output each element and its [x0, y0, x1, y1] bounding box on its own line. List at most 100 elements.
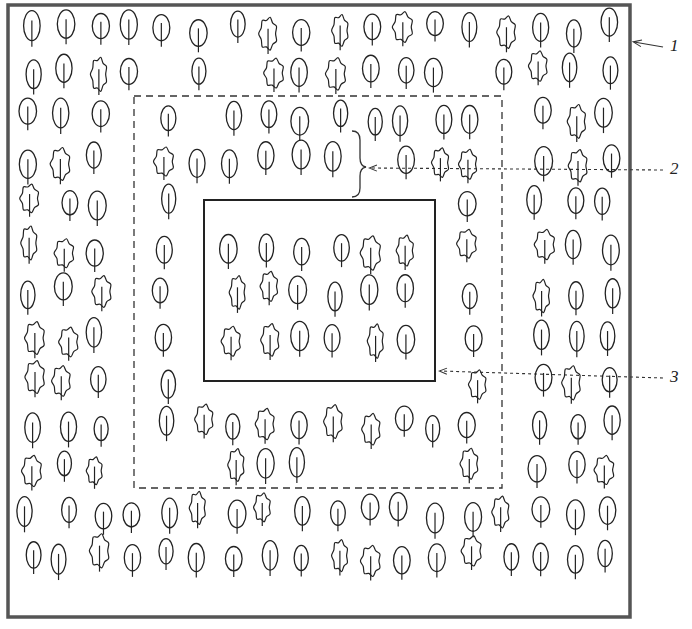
tree-trunk: [369, 285, 370, 311]
tree-symbol: [533, 543, 548, 576]
tree-trunk: [334, 292, 335, 317]
tree-symbol: [604, 406, 620, 440]
tree-symbol: [567, 105, 585, 143]
callout-number: 1: [668, 37, 681, 56]
tree-symbol: [424, 58, 442, 92]
tree-symbol: [294, 238, 310, 270]
tree-trunk: [540, 22, 541, 47]
tree-symbol: [92, 101, 109, 133]
tree-trunk: [539, 420, 540, 445]
tree-symbol: [291, 412, 307, 445]
tree-symbol: [603, 145, 620, 178]
tree-symbol: [295, 497, 310, 532]
tree-trunk: [166, 416, 167, 441]
tree-trunk: [471, 546, 472, 570]
tree-trunk: [236, 460, 237, 485]
tree-symbol: [293, 20, 310, 52]
tree-trunk: [440, 158, 441, 181]
tree-symbol: [396, 235, 413, 270]
tree-trunk: [469, 292, 470, 315]
tree-trunk: [103, 512, 104, 535]
tree-trunk: [469, 22, 470, 47]
tree-symbol: [54, 239, 73, 272]
tree-symbol: [195, 404, 213, 438]
tree-trunk: [68, 337, 69, 360]
tree-trunk: [534, 195, 535, 220]
tree-trunk: [198, 67, 199, 91]
tree-trunk: [576, 460, 577, 484]
tree-symbol: [220, 234, 238, 269]
tree-symbol: [496, 59, 512, 90]
tree-symbol: [264, 58, 284, 92]
tree-trunk: [301, 247, 302, 271]
tree-symbol: [602, 235, 619, 271]
tree-trunk: [197, 503, 198, 528]
tree-symbol: [566, 20, 581, 53]
tree-symbol: [468, 370, 485, 403]
tree-symbol: [254, 493, 271, 526]
tree-symbol: [153, 15, 170, 47]
tree-symbol: [324, 405, 342, 443]
tree-symbol: [86, 318, 101, 353]
tree-symbol: [569, 282, 584, 315]
tree-symbol: [532, 497, 550, 528]
tree-symbol: [533, 279, 549, 316]
tree-trunk: [467, 200, 468, 222]
tree-trunk: [65, 19, 66, 44]
tree-symbol: [398, 146, 415, 179]
tree-trunk: [541, 330, 542, 356]
tree-trunk: [333, 416, 334, 442]
tree-trunk: [569, 62, 570, 87]
tree-trunk: [332, 151, 333, 177]
tree-trunk: [472, 512, 473, 537]
tree-symbol: [192, 58, 206, 90]
tree-symbol: [289, 276, 307, 310]
tree-symbol: [259, 17, 277, 54]
tree-symbol: [389, 493, 407, 527]
tree-trunk: [300, 149, 301, 174]
tree-trunk: [406, 66, 407, 89]
tree-symbol: [533, 411, 547, 445]
tree-symbol: [159, 539, 173, 570]
tree-symbol: [462, 13, 477, 48]
tree-trunk: [432, 424, 433, 447]
tree-trunk: [163, 157, 164, 180]
tree-symbol: [228, 500, 246, 534]
tree-trunk: [33, 69, 34, 94]
tree-trunk: [27, 159, 28, 184]
tree-symbol: [497, 16, 516, 52]
tree-symbol: [457, 229, 477, 262]
tree-symbol: [261, 101, 277, 134]
tree-symbol: [120, 10, 137, 45]
tree-trunk: [477, 380, 478, 403]
tree-trunk: [163, 333, 164, 357]
tree-symbol: [602, 368, 617, 398]
tree-trunk: [93, 150, 94, 174]
tree-symbol: [360, 236, 380, 274]
tree-symbol: [599, 497, 615, 531]
tree-symbol: [124, 545, 140, 577]
tree-symbol: [362, 55, 379, 88]
tree-trunk: [401, 555, 402, 579]
tree-symbol: [17, 497, 32, 533]
tree-trunk: [575, 291, 576, 316]
tree-trunk: [543, 156, 544, 181]
tree-trunk: [98, 69, 99, 95]
tree-symbol: [94, 417, 108, 447]
tree-symbol: [162, 498, 178, 534]
tree-symbol: [19, 150, 36, 184]
tree-symbol: [90, 57, 106, 95]
tree-symbol: [162, 184, 176, 219]
tree-symbol: [461, 106, 477, 140]
tree-symbol: [57, 10, 75, 44]
tree-trunk: [540, 552, 541, 576]
tree-trunk: [128, 19, 129, 45]
tree-symbol: [460, 448, 478, 483]
tree-trunk: [94, 248, 95, 272]
tree-symbol: [528, 456, 546, 488]
tree-trunk: [164, 245, 165, 269]
tree-trunk: [297, 285, 298, 310]
tree-trunk: [63, 282, 64, 306]
tree-trunk: [541, 291, 542, 316]
tree-trunk: [204, 415, 205, 439]
